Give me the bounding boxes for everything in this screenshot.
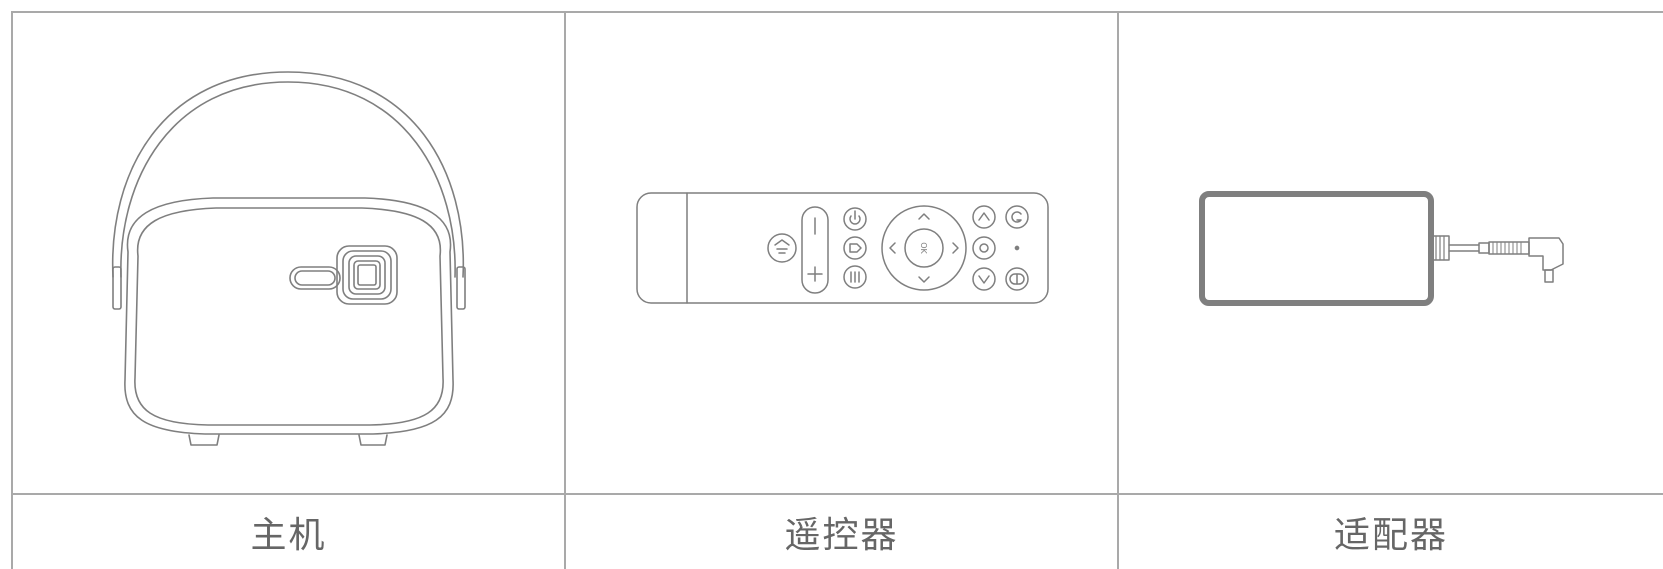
table-divider-col-2: [1117, 11, 1119, 569]
table-divider-col-1: [564, 11, 566, 569]
cell-remote-control: OK: [566, 12, 1117, 494]
label-remote-control: 遥控器: [784, 515, 899, 556]
power-adapter-illustration: [1199, 191, 1564, 306]
cell-main-unit: [13, 12, 564, 494]
remote-control-illustration: [636, 192, 1049, 304]
table-border-top: [12, 11, 1663, 13]
label-main-unit: 主机: [250, 515, 327, 556]
table-border-left: [11, 11, 13, 569]
label-power-adapter: 适配器: [1333, 515, 1448, 556]
cell-power-adapter: [1119, 12, 1663, 494]
table-divider-row: [12, 493, 1663, 495]
ok-button-label: OK: [919, 242, 929, 254]
projector-main-unit-illustration: [111, 71, 466, 446]
